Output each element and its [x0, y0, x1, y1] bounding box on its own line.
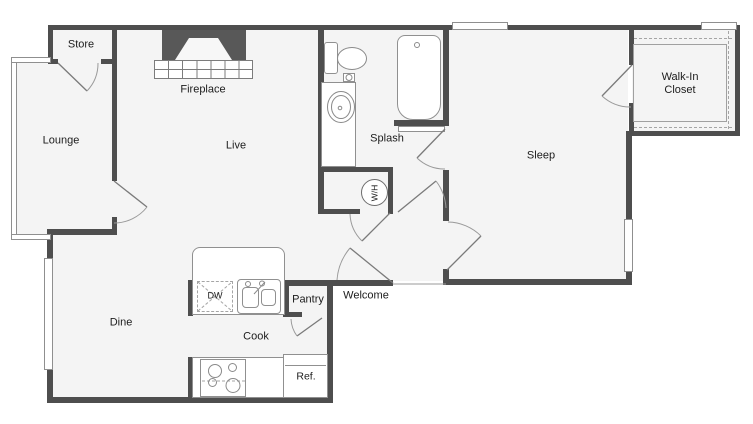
water-heater: W/H	[361, 179, 388, 206]
room-label-pantry: Pantry	[292, 293, 324, 306]
wall-wh-top	[318, 167, 393, 172]
window-lounge-left	[11, 57, 17, 240]
wall-wh-right	[388, 171, 393, 214]
wall-pantry-left	[283, 280, 289, 317]
wall-cook-left-upper	[188, 280, 193, 316]
refrigerator-shelf-line	[285, 365, 326, 366]
wall-store-bottom-left	[48, 59, 58, 64]
room-label-live: Live	[225, 139, 247, 152]
walk-in-closet-line1: Walk-In	[661, 71, 699, 83]
vanity-counter	[321, 82, 356, 167]
room-label-cook: Cook	[243, 330, 269, 343]
wall-pantry-bottom	[283, 312, 302, 317]
room-label-lounge: Lounge	[42, 134, 80, 147]
wall-cook-left-lower	[188, 357, 193, 403]
wall-wh-bottom	[318, 209, 360, 214]
water-heater-label: W/H	[369, 184, 380, 201]
window-lounge-bottom	[11, 234, 51, 240]
wall-welcome-bottom	[333, 280, 393, 286]
wall-hall-sleep-stub	[443, 269, 449, 285]
refrigerator-label: Ref.	[296, 370, 316, 383]
bathtub	[397, 35, 441, 120]
wall-splash-right-upper	[443, 28, 449, 126]
room-label-welcome: Welcome	[343, 289, 389, 302]
wall-closet-bottom	[629, 131, 740, 136]
room-label-sleep: Sleep	[526, 149, 556, 162]
faucet-box	[343, 73, 355, 82]
sink-basin-left	[242, 287, 259, 308]
fireplace-hearth	[154, 60, 253, 79]
walk-in-closet-line2: Closet	[664, 84, 696, 96]
closet-shelf-edge	[633, 44, 727, 122]
tub-step	[398, 126, 445, 132]
stove	[200, 359, 246, 397]
fireplace-label: Fireplace	[180, 83, 226, 96]
window-sleep-top	[452, 22, 508, 30]
dishwasher-label: DW	[207, 290, 223, 301]
wall-lounge-stub	[112, 217, 117, 235]
window-dine-left	[44, 258, 53, 370]
wall-store-bottom-right	[101, 59, 117, 64]
wall-sleep-right	[626, 131, 632, 285]
room-label-walk-in-closet: Walk-In Closet	[662, 71, 699, 97]
window-sleep-right	[624, 219, 633, 272]
floor-store	[53, 30, 112, 61]
room-label-dine: Dine	[109, 316, 133, 329]
floor-lounge	[14, 60, 114, 235]
wall-pantry-top	[283, 280, 333, 286]
wall-cook-right	[327, 282, 333, 403]
wall-store-left	[48, 25, 53, 64]
wall-hall-sleep-upper	[443, 170, 449, 221]
room-label-splash: Splash	[370, 132, 404, 145]
wall-sleep-bottom	[445, 279, 632, 285]
wall-lounge-bottom	[47, 229, 117, 235]
wall-closet-right	[735, 25, 740, 136]
wall-top	[48, 25, 740, 30]
sink-basin-right	[261, 289, 276, 306]
floor-closet	[632, 30, 736, 131]
room-label-store: Store	[67, 38, 95, 51]
refrigerator	[283, 354, 328, 398]
wall-tub-ledge	[394, 120, 449, 126]
fireplace-opening	[175, 38, 232, 60]
window-closet-top	[701, 22, 737, 30]
wall-sleep-closet-lower	[629, 103, 634, 136]
toilet-tank	[324, 42, 338, 74]
wall-lounge-live	[112, 25, 117, 181]
window-lounge-top	[11, 57, 51, 63]
wall-sleep-closet-upper	[629, 28, 634, 65]
